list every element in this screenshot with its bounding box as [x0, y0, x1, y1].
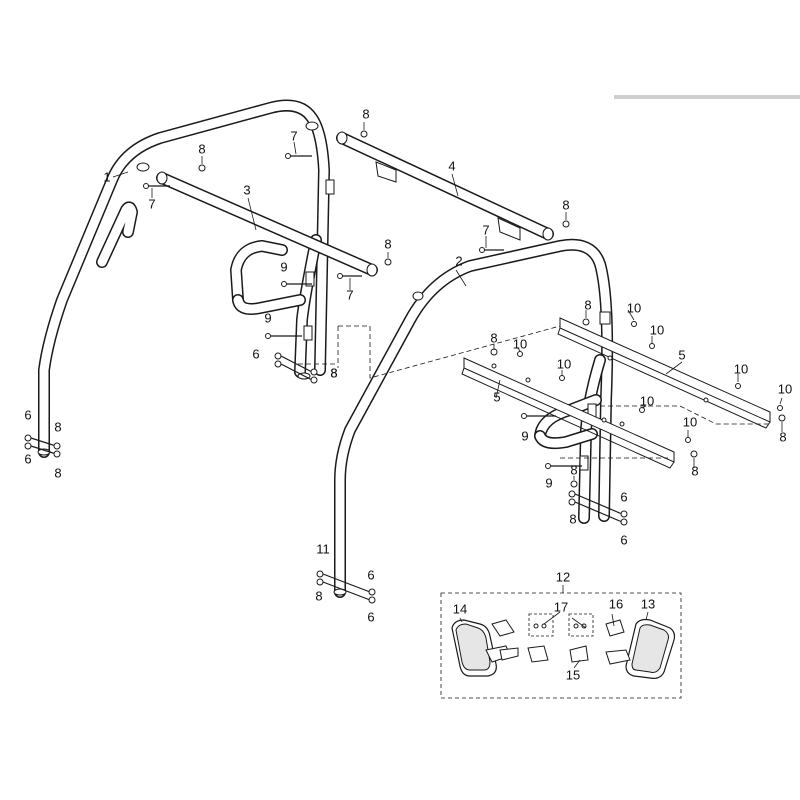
- callout-9: 9: [280, 259, 287, 274]
- callout-10: 10: [513, 336, 527, 351]
- callout-6: 6: [620, 532, 627, 547]
- right-mirror: [569, 618, 676, 679]
- callout-8: 8: [584, 297, 591, 312]
- callout-6: 6: [24, 451, 31, 466]
- callout-9: 9: [545, 475, 552, 490]
- rear-hoop: [333, 238, 614, 598]
- callout-8: 8: [779, 429, 786, 444]
- header-bar: [614, 95, 800, 99]
- callout-11: 11: [316, 541, 330, 556]
- callout-8: 8: [691, 463, 698, 478]
- callout-17: 17: [554, 599, 568, 614]
- callout-10: 10: [557, 356, 571, 371]
- mirror-hardware-17: [528, 613, 594, 637]
- callout-10: 10: [778, 381, 792, 396]
- mount-bolts-6: [24, 352, 628, 604]
- callout-10: 10: [650, 322, 664, 337]
- callout-6: 6: [367, 609, 374, 624]
- callout-8: 8: [330, 365, 337, 380]
- callout-10: 10: [734, 361, 748, 376]
- callout-7: 7: [148, 196, 155, 211]
- bolts-7: [143, 153, 504, 279]
- callout-2: 2: [455, 253, 462, 268]
- leader-lines: [112, 122, 783, 669]
- callout-14: 14: [453, 601, 467, 616]
- callout-8: 8: [198, 141, 205, 156]
- callout-4: 4: [448, 158, 455, 173]
- callout-3: 3: [243, 182, 250, 197]
- callout-10: 10: [627, 300, 641, 315]
- front-cross-tube: [156, 171, 378, 277]
- callout-15: 15: [566, 667, 580, 682]
- rear-cross-tube: [336, 131, 554, 241]
- callout-6: 6: [367, 567, 374, 582]
- callout-6: 6: [252, 346, 259, 361]
- callout-8: 8: [569, 511, 576, 526]
- callout-9: 9: [264, 310, 271, 325]
- callout-8: 8: [570, 462, 577, 477]
- callout-labels: 1 2 3 4 5 5 6 6 6 6 6 6 6 7 7 7 7 8 8 8 …: [24, 106, 792, 682]
- mirror-kit-box: [440, 585, 682, 699]
- callout-7: 7: [346, 287, 353, 302]
- side-rail-upper: [557, 317, 771, 429]
- callout-8: 8: [54, 419, 61, 434]
- callout-6: 6: [24, 407, 31, 422]
- callout-7: 7: [290, 128, 297, 143]
- nuts-8: [198, 130, 786, 488]
- callout-8: 8: [54, 465, 61, 480]
- callout-9: 9: [521, 428, 528, 443]
- front-hoop: [37, 99, 335, 458]
- callout-8: 8: [562, 197, 569, 212]
- callout-12: 12: [556, 569, 570, 584]
- callout-5: 5: [493, 389, 500, 404]
- callout-10: 10: [640, 393, 654, 408]
- callout-8: 8: [384, 236, 391, 251]
- callout-10: 10: [683, 414, 697, 429]
- callout-5: 5: [678, 347, 685, 362]
- side-rail-lower: [461, 357, 675, 469]
- washers-9: [265, 281, 582, 469]
- callout-1: 1: [103, 169, 110, 184]
- callout-8: 8: [362, 106, 369, 121]
- callout-13: 13: [641, 596, 655, 611]
- left-mirror: [451, 619, 549, 677]
- callout-8: 8: [330, 365, 337, 380]
- callout-8: 8: [315, 588, 322, 603]
- bolt-holes-10: [491, 321, 783, 443]
- callout-7: 7: [482, 222, 489, 237]
- callout-8: 8: [490, 330, 497, 345]
- callout-6: 6: [620, 489, 627, 504]
- callout-16: 16: [609, 596, 623, 611]
- assembly-guide-lines: [298, 325, 770, 459]
